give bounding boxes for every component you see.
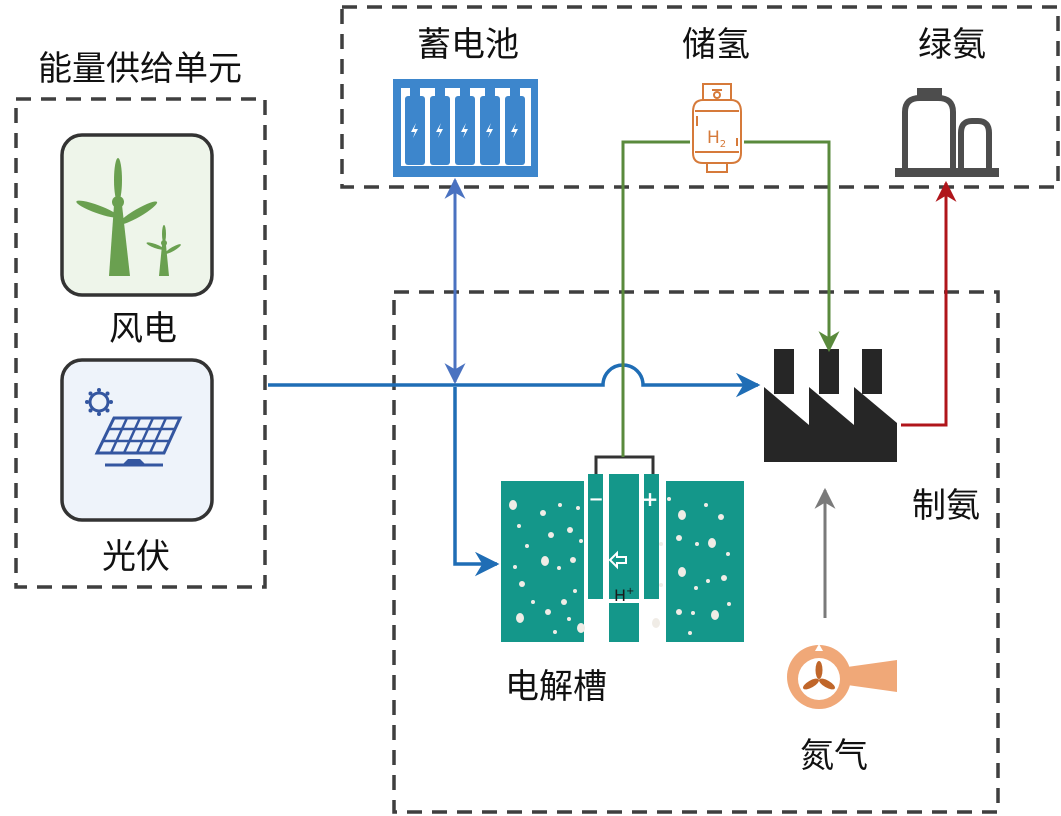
storage-box (340, 5, 1060, 189)
electrolyzer-label: 电解槽 (505, 667, 607, 707)
hydrogen-line-to-storage (621, 140, 690, 457)
wind-turbine-card (60, 133, 214, 297)
energy-unit-box (14, 97, 267, 589)
power-line-to-factory (268, 363, 761, 398)
proton-label: H+ (614, 586, 634, 605)
solar-panel-icon (85, 388, 183, 467)
factory-icon (764, 349, 897, 462)
nitrogen-fan-icon (787, 644, 897, 709)
ammonia-synthesis-label: 制氨 (912, 486, 980, 526)
solar-label: 光伏 (102, 537, 170, 577)
proton-flow-arrow-icon (608, 550, 627, 570)
ammonia-cylinders-icon (895, 88, 999, 177)
ammonia-line-to-storage (901, 180, 957, 427)
solar-panel-card (60, 358, 214, 522)
battery-icon (393, 79, 538, 177)
bubbles (509, 497, 731, 635)
power-line-to-electrolyzer (453, 387, 500, 577)
electrolyzer-icon: − + H+ (501, 455, 744, 642)
anode-sign: + (642, 487, 659, 511)
cathode-sign: − (588, 489, 603, 510)
production-box (392, 290, 1000, 814)
wind-turbine-icon (76, 158, 181, 276)
wind-label: 风电 (109, 309, 177, 349)
h2-symbol: H2 (707, 128, 726, 150)
hydrogen-storage-label: 储氢 (682, 25, 750, 65)
nitrogen-label: 氮气 (800, 736, 868, 776)
energy-unit-title: 能量供给单元 (38, 49, 242, 89)
battery-label: 蓄电池 (417, 25, 519, 65)
green-ammonia-label: 绿氨 (918, 25, 986, 65)
hydrogen-tank-icon: H2 (692, 83, 742, 173)
hydrogen-line-to-factory (744, 140, 840, 353)
